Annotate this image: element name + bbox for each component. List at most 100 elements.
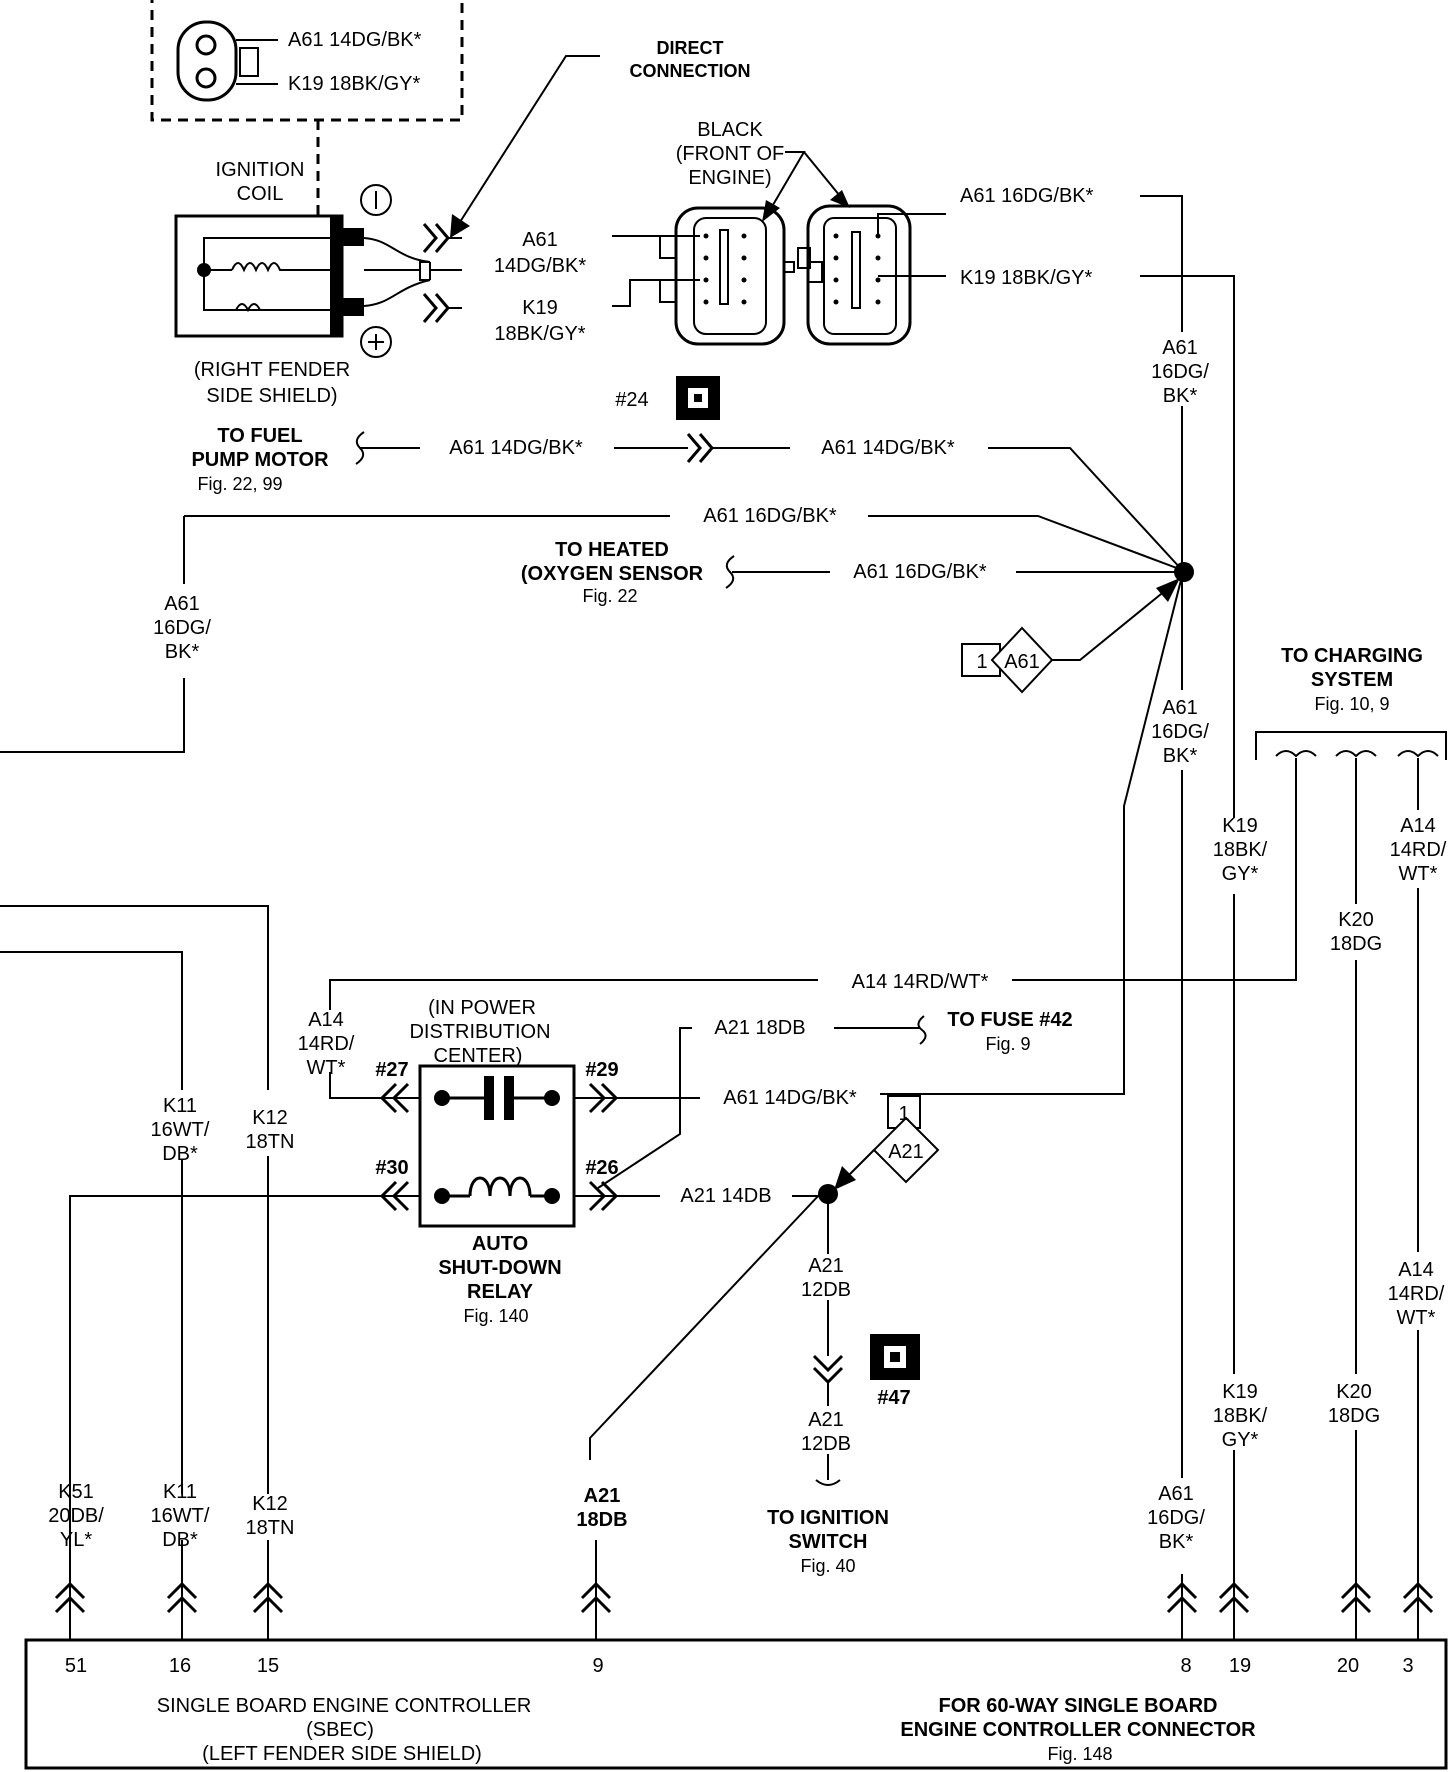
auto-shutdown-relay <box>379 1064 619 1228</box>
k11-mid-code: K11 <box>163 1095 197 1117</box>
vertical-a61-mid-spec1: 16DG/ <box>1151 721 1209 743</box>
o2-sensor-dest-2: (OXYGEN SENSOR <box>521 563 704 585</box>
a14-low-code: A14 <box>1398 1259 1434 1281</box>
left-a61-vertical-spec1: 16DG/ <box>153 617 211 639</box>
ignition-switch-dest-1: TO IGNITION <box>767 1507 889 1529</box>
splice-47-label: #47 <box>877 1387 910 1409</box>
wire-fuel-pump <box>355 431 1183 571</box>
controller-pin-numbers: 51 16 15 9 8 19 20 3 <box>65 1655 1414 1677</box>
pin-19: 19 <box>1229 1655 1251 1677</box>
controller-pin-connectors <box>54 1540 1434 1640</box>
k12-mid-spec: 18TN <box>246 1131 295 1153</box>
connector60-title-2: ENGINE CONTROLLER CONNECTOR <box>900 1719 1256 1741</box>
relay-name-2: SHUT-DOWN <box>438 1257 561 1279</box>
coil-connector-a61-label: A61 14DG/BK* <box>288 29 422 51</box>
connector60-fig: Fig. 148 <box>1047 1744 1112 1764</box>
a14-low-spec1: 14RD/ <box>1388 1283 1445 1305</box>
o2-sensor-fig: Fig. 22 <box>582 586 637 606</box>
pin-8: 8 <box>1180 1655 1191 1677</box>
relay-pin-27: #27 <box>375 1059 408 1081</box>
ignition-coil-title-2: COIL <box>237 183 284 205</box>
bottom-a61-spec2: BK* <box>1159 1531 1194 1553</box>
relay-name-3: RELAY <box>467 1281 534 1303</box>
bottom-a21-code: A21 <box>584 1485 621 1507</box>
tag-a21-code: A21 <box>888 1141 924 1163</box>
pin-9: 9 <box>592 1655 603 1677</box>
coil-wire-a61-code: A61 <box>522 229 558 251</box>
splice-47-icon <box>870 1334 920 1380</box>
charging-fig: Fig. 10, 9 <box>1314 694 1389 714</box>
ignition-coil-location-1: (RIGHT FENDER <box>194 359 350 381</box>
charging-connector <box>1012 731 1447 1620</box>
sbec-title-3: (LEFT FENDER SIDE SHIELD) <box>202 1743 482 1765</box>
bottom-a61-spec1: 16DG/ <box>1147 1507 1205 1529</box>
black-connector-line1: BLACK <box>697 119 763 141</box>
relay-wire-a21: A21 14DB <box>680 1185 771 1207</box>
a14-low-spec2: WT* <box>1397 1307 1436 1329</box>
splice-a61-dot <box>1174 562 1194 582</box>
bottom-k51-spec2: YL* <box>60 1529 92 1551</box>
a61-diamond-tag <box>961 578 1180 694</box>
sbec-title-2: (SBEC) <box>306 1719 374 1741</box>
black-connector-left <box>612 206 795 346</box>
coil-positive-terminal-icon <box>360 326 392 358</box>
fuel-pump-wire-left: A61 14DG/BK* <box>449 437 583 459</box>
a21-12db-2-spec: 12DB <box>801 1433 851 1455</box>
direct-connection-line1: DIRECT <box>657 38 724 58</box>
k19-mid-spec1: 18BK/ <box>1213 839 1268 861</box>
wire-o2-sensor <box>725 555 1182 589</box>
coil-negative-terminal-icon <box>360 184 392 216</box>
bottom-k12-code: K12 <box>252 1493 288 1515</box>
relay-pin-30: #30 <box>375 1157 408 1179</box>
relay-wire-a61: A61 14DG/BK* <box>723 1087 857 1109</box>
splice-24-icon <box>676 376 720 420</box>
wire-k11-k12 <box>0 905 269 1600</box>
coil-wire-k19-spec: 18BK/GY* <box>494 323 585 345</box>
relay-pin-29: #29 <box>585 1059 618 1081</box>
direct-connection-line2: CONNECTION <box>630 61 751 81</box>
o2-sensor-wire: A61 16DG/BK* <box>853 561 987 583</box>
fuse42-wire: A21 18DB <box>714 1017 805 1039</box>
wire-a21-ignition <box>589 1193 844 1486</box>
left-a61-vertical-code: A61 <box>164 593 200 615</box>
splice-24-label: #24 <box>615 389 648 411</box>
fuse42-fig: Fig. 9 <box>985 1034 1030 1054</box>
a14-right-spec2: WT* <box>1399 863 1438 885</box>
bottom-k51-code: K51 <box>58 1481 94 1503</box>
a21-diamond-tag <box>834 1095 940 1190</box>
vertical-a61-top-spec2: BK* <box>1163 385 1198 407</box>
fuel-pump-wire-right: A61 14DG/BK* <box>821 437 955 459</box>
ignition-coil-location-2: SIDE SHIELD) <box>206 385 337 407</box>
bottom-k11-spec1: 16WT/ <box>151 1505 210 1527</box>
charging-dest-1: TO CHARGING <box>1281 645 1423 667</box>
a14-left-spec2: WT* <box>307 1057 346 1079</box>
vertical-a61-top-code: A61 <box>1162 337 1198 359</box>
bottom-wire-labels: K51 20DB/ YL* K11 16WT/ DB* K12 18TN A21… <box>48 1381 1380 1553</box>
bottom-k19-code: K19 <box>1222 1381 1258 1403</box>
k11-mid-spec2: DB* <box>162 1143 198 1165</box>
a21-12db-code: A21 <box>808 1255 844 1277</box>
left-a61-top-label: A61 16DG/BK* <box>703 505 837 527</box>
a14-left-code: A14 <box>308 1009 344 1031</box>
fuel-pump-dest-1: TO FUEL <box>217 425 302 447</box>
vertical-a61-top-spec1: 16DG/ <box>1151 361 1209 383</box>
tag-a61-num: 1 <box>976 651 987 673</box>
ignition-coil-title-1: IGNITION <box>216 159 305 181</box>
k19-mid-spec2: GY* <box>1222 863 1259 885</box>
bottom-k11-spec2: DB* <box>162 1529 198 1551</box>
relay-fig: Fig. 140 <box>463 1306 528 1326</box>
bottom-a61-code: A61 <box>1158 1483 1194 1505</box>
coil-wire-connectors <box>422 223 462 323</box>
black-connector-line2: (FRONT OF <box>676 143 785 165</box>
bottom-k19-spec1: 18BK/ <box>1213 1405 1268 1427</box>
black-connector-right <box>797 204 946 346</box>
coil-connector-k19-label: K19 18BK/GY* <box>288 73 421 95</box>
fuel-pump-fig: Fig. 22, 99 <box>197 474 282 494</box>
k20-mid-spec: 18DG <box>1330 933 1382 955</box>
pin-15: 15 <box>257 1655 279 1677</box>
a14-horizontal-label: A14 14RD/WT* <box>852 971 989 993</box>
bottom-k19-spec2: GY* <box>1222 1429 1259 1451</box>
pdc-line3: CENTER) <box>434 1045 523 1067</box>
k20-mid-code: K20 <box>1338 909 1374 931</box>
pin-51: 51 <box>65 1655 87 1677</box>
